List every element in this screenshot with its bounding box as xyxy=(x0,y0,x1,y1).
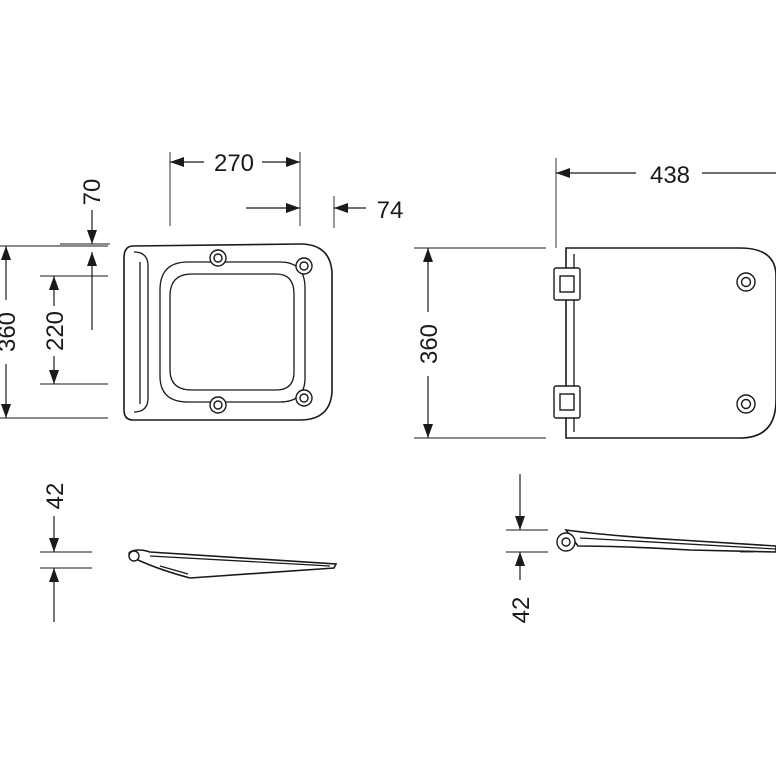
right-profile-seat xyxy=(564,528,776,553)
dim-right-length: 438 xyxy=(650,162,690,189)
buffer-icon xyxy=(295,257,313,275)
dim-top-front-offset: 70 xyxy=(79,179,106,206)
hinge-icon xyxy=(553,267,581,301)
dim-right-profile-thickness: 42 xyxy=(508,597,535,624)
hinge-icon xyxy=(553,385,581,419)
top-view: 270 74 70 360 220 xyxy=(0,150,404,421)
dim-top-length: 360 xyxy=(0,312,21,352)
buffer-icon xyxy=(736,272,756,292)
side-view: 438 360 xyxy=(414,158,776,439)
right-profile-view: 42 xyxy=(506,474,776,623)
buffer-icon xyxy=(209,249,227,267)
dim-top-hinge-offset: 74 xyxy=(377,197,404,224)
dim-top-width: 270 xyxy=(214,150,254,177)
buffer-icon xyxy=(209,396,227,414)
dim-right-height: 360 xyxy=(416,324,443,364)
top-view-seat-outline xyxy=(123,243,333,421)
dim-top-inner-length: 220 xyxy=(42,311,69,351)
top-view-hinge-strip xyxy=(133,251,149,413)
top-view-ring-opening xyxy=(169,273,295,391)
buffer-icon xyxy=(295,389,313,407)
left-profile-view: 42 xyxy=(40,483,338,622)
buffer-icon xyxy=(736,394,756,414)
dim-left-profile-thickness: 42 xyxy=(42,483,69,510)
right-profile-hinge-icon xyxy=(556,532,576,552)
left-profile-hinge-icon xyxy=(128,550,140,562)
